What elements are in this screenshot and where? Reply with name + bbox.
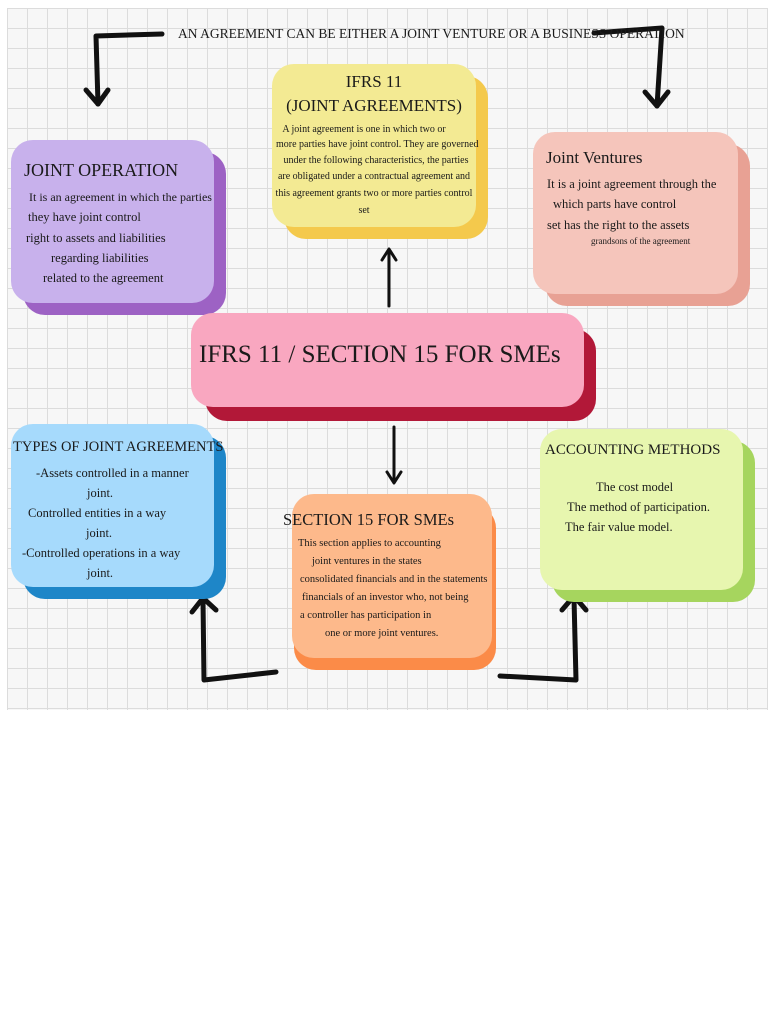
arrow-bottom-left (200, 597, 279, 683)
accounting-line-3: The fair value model. (565, 520, 673, 534)
center-note (191, 313, 596, 421)
joint-ventures-line-1: It is a joint agreement through the (547, 177, 717, 191)
joint-operation-line-2: they have joint control (28, 210, 141, 224)
section15-line-6: one or more joint ventures. (325, 628, 439, 639)
joint-ventures-line-3: set has the right to the assets (547, 218, 690, 232)
section15-note-card (292, 494, 492, 658)
section15-note (292, 494, 496, 670)
joint-ventures-note-card (533, 132, 738, 294)
types-note-card (11, 424, 214, 587)
arrow-top-left (93, 31, 165, 107)
center-title: IFRS 11 / SECTION 15 FOR SMEs (199, 341, 561, 368)
section15-line-4: financials of an investor who, not being (302, 592, 469, 603)
ifrs11-line-5: this agreement grants two or more partie… (275, 188, 473, 199)
types-line-6: joint. (87, 566, 114, 580)
section15-line-5: a controller has participation in (300, 610, 432, 621)
ifrs11-line-4: are obligated under a contractual agreem… (277, 171, 471, 182)
ifrs11-subtitle: (JOINT AGREEMENTS) (286, 96, 462, 115)
top-caption: AN AGREEMENT CAN BE EITHER A JOINT VENTU… (178, 26, 685, 41)
ifrs11-note-card (272, 64, 476, 227)
types-line-2: joint. (87, 486, 114, 500)
ifrs11-line-6: set (358, 205, 370, 216)
types-line-5: -Controlled operations in a way (22, 546, 181, 560)
joint-ventures-small-line: grandsons of the agreement (591, 236, 691, 246)
types-title: TYPES OF JOINT AGREEMENTS (13, 439, 224, 455)
types-line-3: Controlled entities in a way (28, 506, 167, 520)
accounting-line-1: The cost model (596, 480, 674, 494)
accounting-note-card (540, 429, 743, 590)
ifrs11-line-1: A joint agreement is one in which two or (282, 124, 446, 135)
joint-operation-note-card (11, 140, 214, 303)
section15-line-2: joint ventures in the states (312, 556, 422, 567)
joint-operation-line-4: regarding liabilities (51, 251, 149, 265)
section15-line-3: consolidated financials and in the state… (300, 574, 488, 585)
arrow-top-right (591, 25, 665, 109)
joint-operation-line-5: related to the agreement (43, 271, 164, 285)
arrow-bottom-right (497, 595, 579, 683)
joint-operation-line-1: It is an agreement in which the parties (29, 190, 212, 204)
ifrs11-note (272, 64, 488, 239)
joint-operation-line-3: right to assets and liabilities (26, 231, 166, 245)
joint-operation-note (11, 140, 226, 315)
ifrs11-line-3: under the following characteristics, the… (283, 155, 469, 166)
center-note-card (191, 313, 584, 407)
types-line-1: -Assets controlled in a manner (36, 466, 189, 480)
types-note (11, 424, 226, 599)
accounting-title: ACCOUNTING METHODS (545, 442, 721, 458)
joint-operation-title: JOINT OPERATION (24, 160, 179, 180)
joint-ventures-title: Joint Ventures (546, 148, 643, 167)
accounting-line-2: The method of participation. (567, 500, 711, 514)
ifrs11-title: IFRS 11 (345, 72, 403, 91)
joint-ventures-note (533, 132, 750, 306)
accounting-note (540, 429, 755, 602)
section15-line-1: This section applies to accounting (298, 538, 441, 549)
ifrs11-line-2: more parties have joint control. They ar… (276, 139, 479, 150)
types-line-4: joint. (86, 526, 113, 540)
section15-title: SECTION 15 FOR SMEs (283, 510, 454, 529)
joint-ventures-line-2: which parts have control (553, 197, 677, 211)
